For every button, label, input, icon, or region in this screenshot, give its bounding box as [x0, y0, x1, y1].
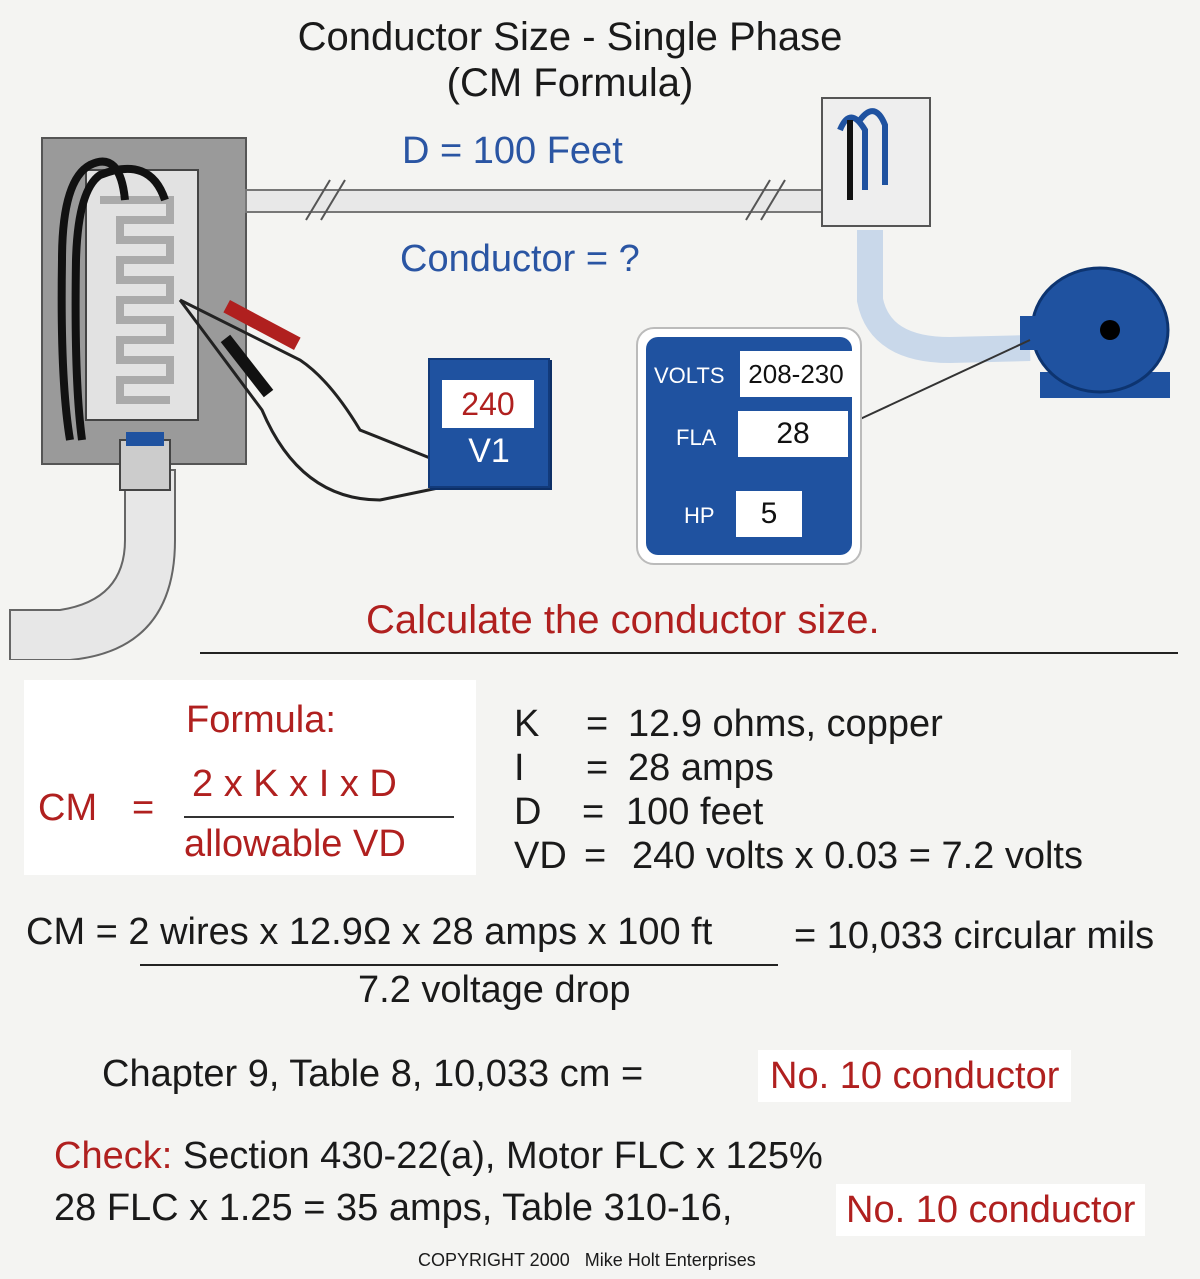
var-value: 100 feet [626, 791, 764, 833]
check-text1: Section 430-22(a), Motor FLC x 125% [182, 1135, 823, 1177]
circuit-illustration [9, 97, 1170, 660]
var-name: K [514, 703, 540, 745]
table-reference: Chapter 9, Table 8, 10,033 cm = [102, 1053, 644, 1095]
disconnect-switch [821, 97, 931, 227]
check-line1: Check: Section 430-22(a), Motor FLC x 12… [54, 1136, 823, 1176]
var-name: I [514, 747, 525, 789]
check-answer: No. 10 conductor [836, 1184, 1146, 1236]
hp-value: 5 [736, 491, 802, 537]
panel-wires [57, 157, 169, 441]
var-eq: = [586, 747, 609, 789]
panel-fitting [119, 439, 171, 491]
test-lead-black [178, 299, 526, 502]
section-divider [200, 652, 1178, 654]
var-value: 28 amps [628, 747, 774, 789]
conductor-label: Conductor = ? [400, 238, 640, 280]
formula-denominator: allowable VD [184, 823, 406, 865]
title-line1: Conductor Size - Single Phase [297, 15, 843, 59]
instruction-text: Calculate the conductor size. [366, 598, 880, 642]
formula-eq: = [132, 787, 155, 829]
volts-value: 208-230 [740, 351, 852, 397]
calc-denominator: 7.2 voltage drop [358, 969, 631, 1011]
fla-value: 28 [738, 411, 848, 457]
calc-fraction-bar [140, 964, 778, 966]
flex-conduit [857, 230, 1031, 364]
var-value: 240 volts x 0.03 = 7.2 volts [632, 835, 1083, 877]
var-eq: = [584, 835, 607, 877]
check-line2: 28 FLC x 1.25 = 35 amps, Table 310-16, [54, 1187, 733, 1229]
formula-numerator: 2 x K x I x D [192, 763, 397, 805]
var-name: VD [514, 835, 567, 877]
table-answer: No. 10 conductor [758, 1050, 1072, 1102]
var-name: D [514, 791, 542, 833]
hp-label: HP [684, 503, 715, 528]
title-line2: (CM Formula) [446, 61, 694, 105]
voltmeter: 240 V1 [428, 358, 550, 488]
calc-numerator: CM = 2 wires x 12.9Ω x 28 amps x 100 ft [26, 911, 713, 953]
check-label: Check: [54, 1135, 173, 1177]
formula-heading: Formula: [186, 699, 336, 741]
motor-nameplate: VOLTS 208-230 FLA 28 HP 5 [636, 327, 862, 565]
formula-box: Formula: CM = 2 x K x I x D allowable VD [24, 680, 476, 875]
fla-label: FLA [676, 425, 717, 450]
var-eq: = [586, 703, 609, 745]
formula-fraction-bar [184, 816, 454, 818]
formula-lhs: CM [38, 787, 98, 829]
conduit-elbow [9, 469, 176, 660]
meter-label: V1 [468, 432, 510, 470]
var-value: 12.9 ohms, copper [628, 703, 943, 745]
copyright: COPYRIGHT 2000 Mike Holt Enterprises [418, 1250, 756, 1270]
test-lead-red [179, 298, 456, 470]
meter-reading: 240 [442, 380, 534, 428]
volts-label: VOLTS [654, 363, 725, 388]
calc-result: = 10,033 circular mils [794, 915, 1155, 957]
var-eq: = [582, 791, 605, 833]
distance-label: D = 100 Feet [402, 130, 623, 172]
page-title: Conductor Size - Single Phase (CM Formul… [0, 14, 1140, 106]
